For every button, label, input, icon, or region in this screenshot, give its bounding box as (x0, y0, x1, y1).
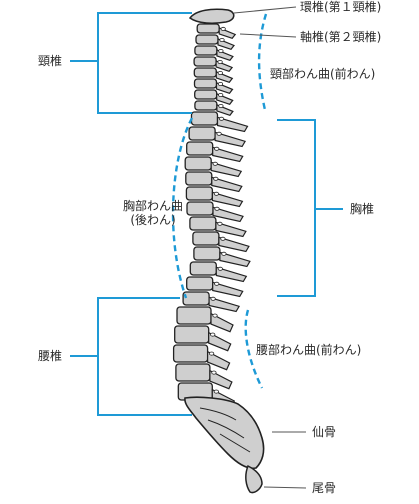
thoracic-label: 胸椎 (350, 202, 375, 216)
coccyx-leader (263, 486, 307, 489)
thoracic-curve-label-line1: 胸部わん曲 (122, 199, 183, 213)
vertebra (192, 231, 250, 253)
axis-label: 軸椎(第２頸椎) (300, 30, 382, 44)
coccyx-label: 尾骨 (312, 481, 337, 495)
vertebra (172, 344, 231, 371)
lumbar-curve-label: 腰部わん曲(前わん) (256, 343, 362, 357)
cervical-curve-line (257, 13, 268, 111)
sacrum-label: 仙骨 (312, 425, 337, 439)
thoracic-bracket (277, 119, 343, 297)
vertebra (186, 141, 244, 163)
vertebra (190, 111, 249, 133)
lumbar-label: 腰椎 (38, 349, 63, 363)
lumbar-curve-line (244, 309, 264, 389)
vertebra (194, 45, 234, 62)
vertebra (186, 276, 244, 298)
thoracic-curve-line (171, 117, 194, 299)
atlas-leader (233, 6, 297, 14)
vertebra (194, 100, 234, 117)
vertebra (182, 291, 240, 313)
vertebra (186, 201, 244, 223)
vertebra (196, 23, 237, 40)
vertebra (184, 156, 243, 178)
thoracic-curve-label-line2: (後わん) (130, 213, 176, 227)
vertebra (176, 306, 234, 333)
vertebral-column (172, 8, 251, 409)
vertebra (194, 89, 234, 106)
cervical-bracket (70, 12, 192, 114)
vertebra (189, 261, 248, 283)
axis-leader (239, 33, 297, 38)
vertebra (188, 126, 246, 148)
cervical-label: 頸椎 (38, 54, 63, 68)
vertebra (185, 171, 243, 193)
atlas-bone (188, 8, 235, 24)
coccyx-bone (245, 464, 263, 494)
thoracic-curve-label: 胸部わん曲 (後わん) (108, 199, 198, 227)
vertebra (195, 34, 235, 51)
vertebra (193, 246, 251, 268)
lumbar-bracket (70, 297, 192, 416)
vertebra (174, 325, 232, 352)
sacrum-bone (184, 396, 265, 470)
atlas-label: 環椎(第１頸椎) (300, 0, 382, 14)
vertebra (193, 67, 234, 84)
vertebra (193, 78, 234, 95)
vertebra (189, 216, 247, 238)
sacrum-detail (199, 407, 251, 453)
cervical-curve-label: 頸部わん曲(前わん) (270, 67, 376, 81)
vertebra (185, 186, 244, 208)
vertebra (175, 363, 233, 390)
vertebra (193, 56, 234, 73)
